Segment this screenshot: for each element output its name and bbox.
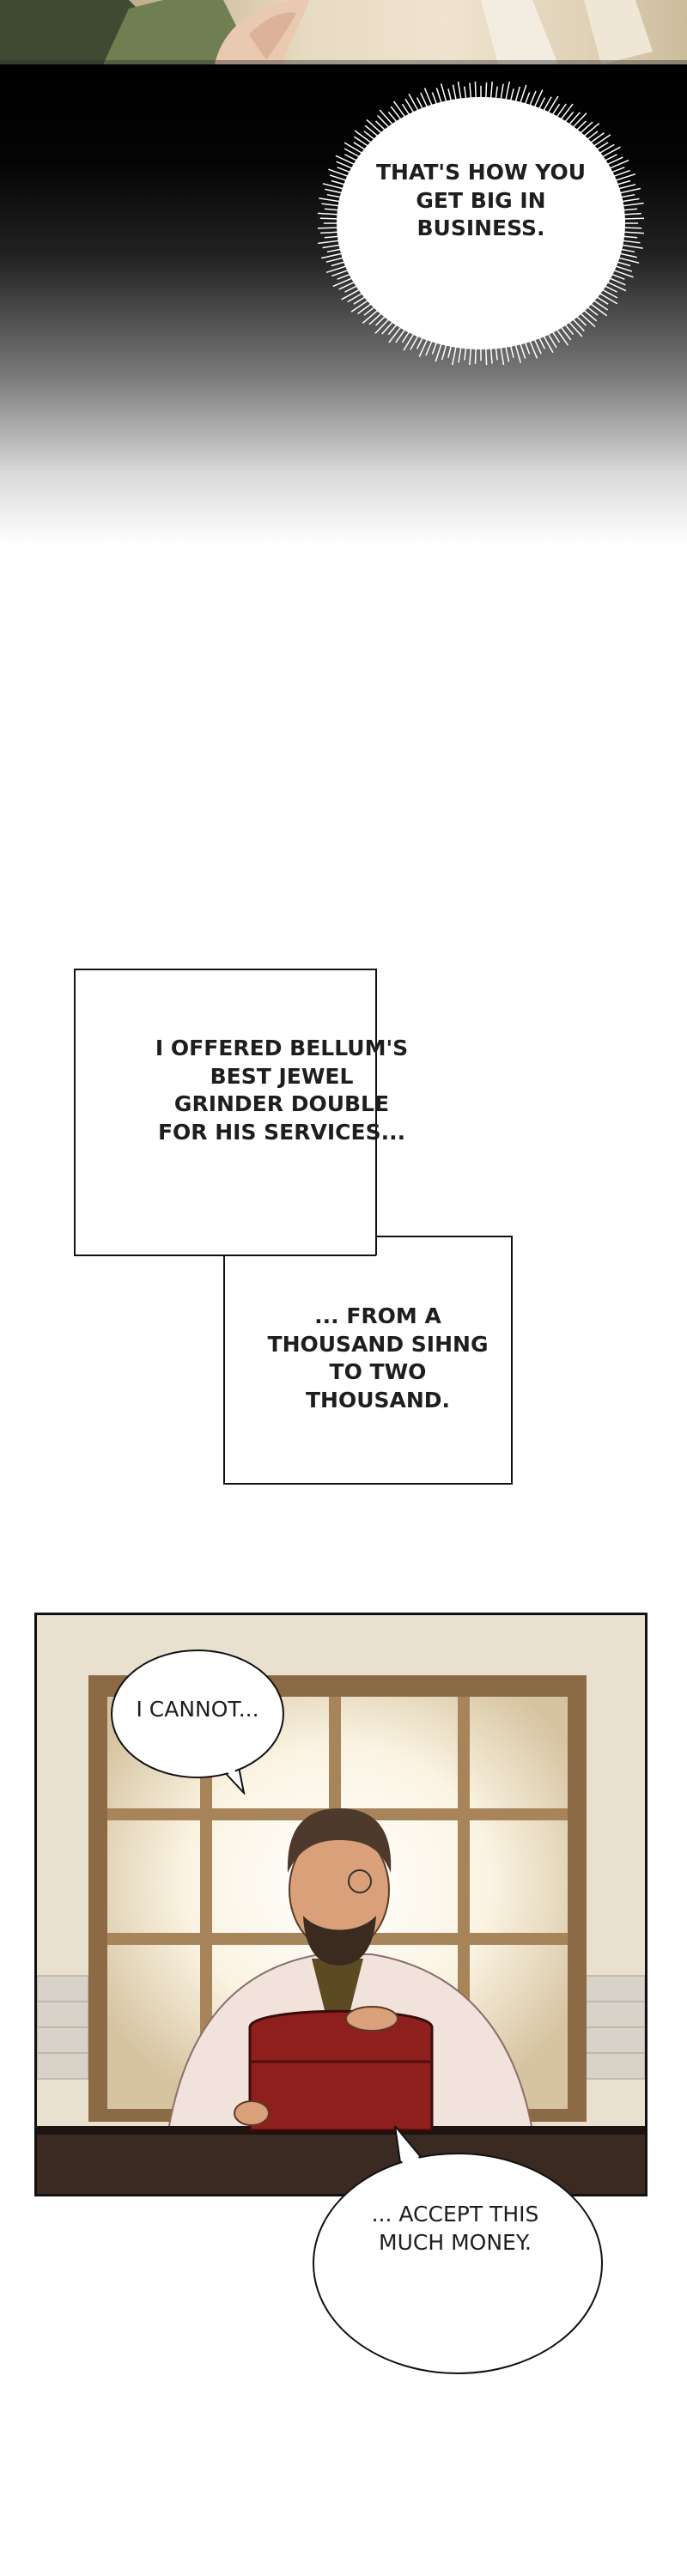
- top-panel-art: [0, 0, 687, 64]
- speech-text-business: THAT'S HOW YOU GET BIG IN BUSINESS.: [375, 160, 587, 240]
- comic-panel-merchant: [34, 1613, 647, 2196]
- narration-box-offer: I OFFERED BELLUM'S BEST JEWEL GRINDER DO…: [155, 1036, 409, 1145]
- narration-box-amount: ... FROM A THOUSAND SIHNG TO TWO THOUSAN…: [267, 1303, 489, 1413]
- speech-text-cannot: I CANNOT...: [136, 1697, 259, 1722]
- speech-bubble-accept: [313, 2126, 603, 2374]
- burst-speech-bubble: [318, 82, 644, 365]
- speech-text-accept: ... ACCEPT THIS MUCH MONEY.: [371, 2202, 539, 2255]
- speech-bubble-cannot: [111, 1649, 284, 1795]
- hands-illustration: [0, 0, 687, 64]
- narration-boxes: [74, 969, 513, 1485]
